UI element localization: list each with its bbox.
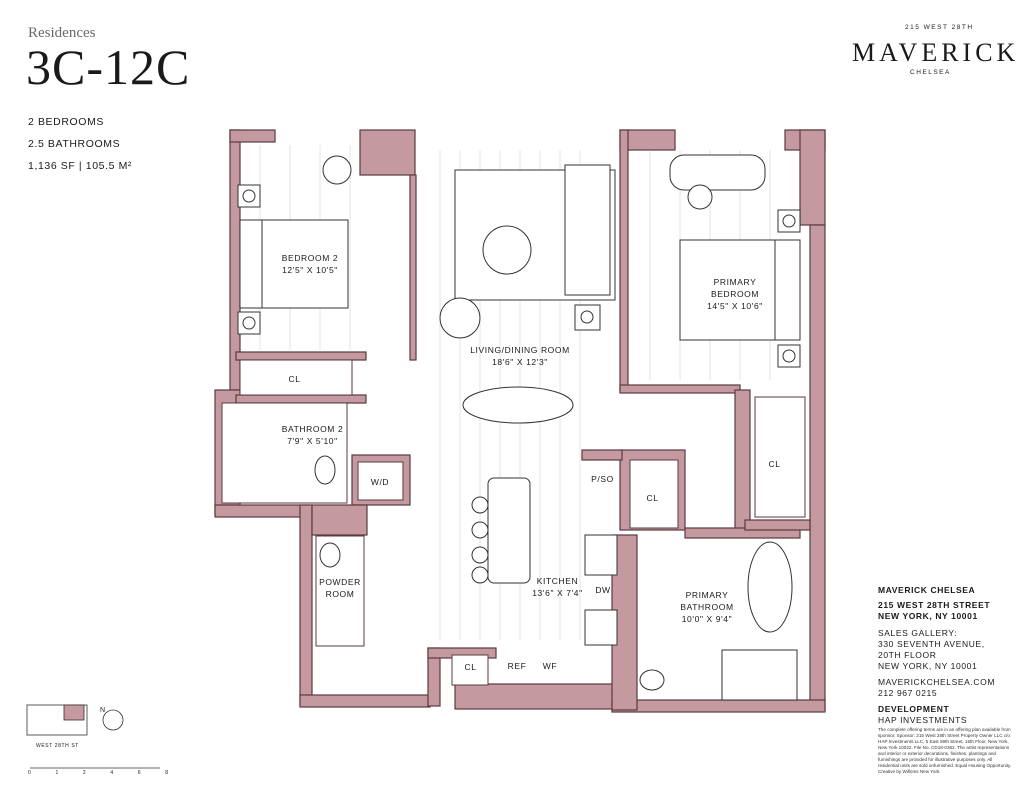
development-label: DEVELOPMENT [878,704,950,714]
scale-tick: 0 [28,770,31,776]
north-arrow-icon: N [100,707,106,714]
sales-gallery-line-1: 330 SEVENTH AVENUE, [878,639,985,649]
scale-tick: 2 [82,770,86,776]
scale-tick: 4 [110,770,114,776]
developer-name: HAP INVESTMENTS [878,715,968,725]
closet-primary: CL [768,459,781,469]
info-title: MAVERICK CHELSEA [878,585,976,595]
closet-hall: CL [646,493,659,503]
room-living-dining: LIVING/DINING ROOM 18'6" X 12'3" [470,345,570,367]
info-address-2: NEW YORK, NY 10001 [878,611,978,621]
wine-fridge: WF [542,661,558,671]
bathtub [747,541,793,633]
dining-table [462,386,574,424]
sales-gallery-line-3: NEW YORK, NY 10001 [878,661,978,671]
unit-area: 1,136 SF | 105.5 M² [28,160,133,172]
scale-tick: 8 [165,770,168,776]
phone-number[interactable]: 212 967 0215 [878,688,938,698]
wall [229,129,241,391]
kitchen-island [487,477,531,584]
armchair [439,297,481,339]
room-kitchen: KITCHEN 13'6" X 7'4" [532,576,583,598]
brand-logo: MAVERICK [852,38,1020,67]
sales-gallery-label: SALES GALLERY: [878,628,958,638]
scale-bar: 0 1 2 4 6 8 [28,770,168,776]
pantry-storage: P/SO [591,474,614,484]
room-bathroom-2: BATHROOM 2 7'9" X 5'10" [281,424,344,446]
website-link[interactable]: MAVERICKCHELSEA.COM [878,677,996,687]
closet-bedroom-2: CL [288,374,301,384]
room-primary-bathroom: PRIMARY BATHROOM 10'0" X 9'4" [680,590,734,624]
unit-number-title: 3C-12C [26,39,191,95]
legal-disclaimer: The complete offering terms are in an of… [878,727,1012,774]
room-primary-bedroom: PRIMARY BEDROOM 14'5" X 10'6" [707,277,763,311]
sofa [564,164,611,296]
residences-label: Residences [28,25,96,41]
scale-tick: 6 [137,770,141,776]
refrigerator: REF [507,661,527,671]
dishwasher: DW [595,585,611,595]
brand-address: 215 WEST 28TH [905,24,974,31]
washer-dryer: W/D [370,477,390,487]
street-label: WEST 28TH ST [36,743,79,749]
sales-gallery-line-2: 20TH FLOOR [878,650,937,660]
coffee-table [482,225,532,275]
room-bedroom-2: BEDROOM 2 12'5" X 10'5" [281,253,339,275]
closet-entry: CL [464,662,477,672]
brand-subtitle: CHELSEA [910,69,951,76]
scale-tick: 1 [55,770,59,776]
info-address-1: 215 WEST 28TH STREET [878,600,991,610]
room-powder: POWDER ROOM [319,577,361,599]
bedroom-count: 2 BEDROOMS [28,116,105,128]
bathroom-count: 2.5 BATHROOMS [28,138,121,150]
